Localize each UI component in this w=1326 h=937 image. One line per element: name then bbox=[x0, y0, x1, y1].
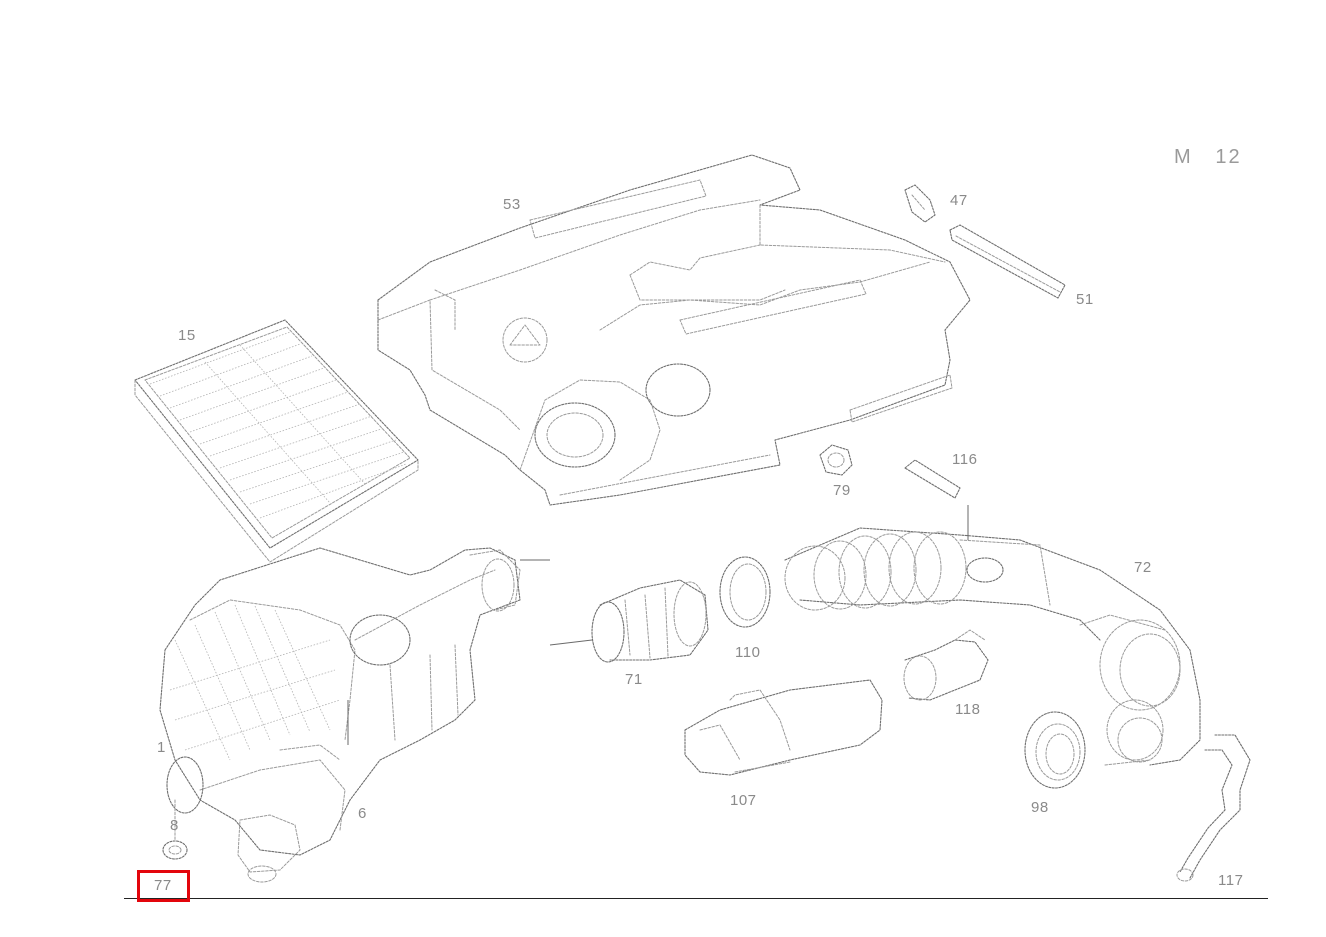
callout-53: 53 bbox=[503, 196, 521, 213]
callout-6: 6 bbox=[358, 805, 367, 822]
callout-110: 110 bbox=[735, 644, 761, 661]
intake-duct bbox=[784, 527, 1201, 766]
callout-51: 51 bbox=[1076, 291, 1094, 308]
air-filter-element bbox=[134, 319, 419, 563]
callout-98: 98 bbox=[1031, 799, 1049, 816]
callout-107: 107 bbox=[730, 792, 757, 809]
callout-72: 72 bbox=[1134, 559, 1152, 576]
air-filter-housing bbox=[159, 547, 521, 883]
highlight-box-77[interactable] bbox=[137, 870, 190, 902]
bottom-rule bbox=[124, 898, 1268, 899]
callout-8: 8 bbox=[170, 817, 179, 834]
sheet-identifier: M 12 bbox=[1174, 146, 1242, 168]
callout-47: 47 bbox=[950, 192, 968, 209]
callout-116: 116 bbox=[952, 451, 978, 468]
callout-118: 118 bbox=[955, 701, 981, 718]
cover-clip bbox=[904, 184, 936, 223]
resonator bbox=[684, 679, 883, 776]
grommet bbox=[819, 444, 853, 476]
callout-117: 117 bbox=[1218, 872, 1244, 889]
hose-clamp bbox=[719, 556, 771, 628]
callout-79: 79 bbox=[833, 482, 851, 499]
air-mass-sensor bbox=[520, 559, 709, 663]
cover-strip bbox=[949, 224, 1066, 299]
callout-71: 71 bbox=[625, 671, 643, 688]
elbow-hose bbox=[903, 629, 989, 701]
bolt bbox=[904, 459, 969, 540]
callout-77: 77 bbox=[154, 877, 172, 894]
grommet-ring bbox=[1024, 711, 1086, 789]
engine-cover bbox=[377, 154, 971, 506]
callout-15: 15 bbox=[178, 327, 196, 344]
callout-1: 1 bbox=[157, 739, 166, 756]
vent-hose bbox=[1176, 734, 1251, 882]
